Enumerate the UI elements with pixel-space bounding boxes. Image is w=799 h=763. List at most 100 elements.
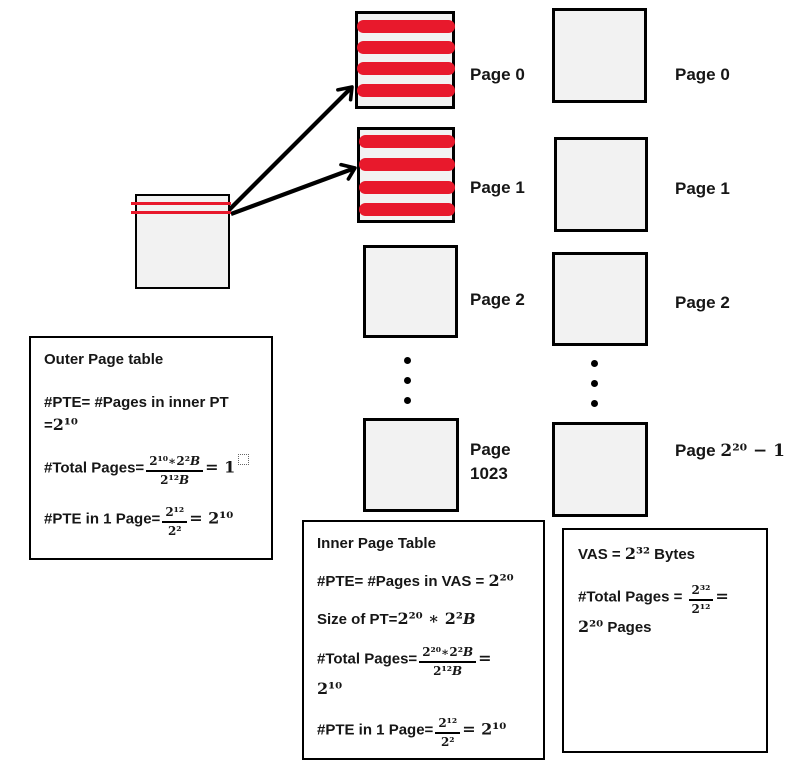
pte-per-page-prefix: #PTE in 1 Page= bbox=[44, 510, 161, 528]
outer-page-table-note: Outer Page table #PTE= #Pages in inner P… bbox=[29, 336, 273, 560]
dot-icon bbox=[404, 377, 411, 384]
dot-icon bbox=[591, 380, 598, 387]
missing-glyph-box bbox=[238, 454, 250, 466]
fraction-denominator: 2¹² bbox=[433, 664, 452, 678]
page1023-label-line1: Page bbox=[470, 440, 511, 459]
inner-pt-page1-label: Page 1 bbox=[470, 178, 525, 197]
vas-page1-label: Page 1 bbox=[675, 179, 730, 198]
inner-pt-page2-label: Page 2 bbox=[470, 290, 525, 309]
arrow-to-page1-icon bbox=[230, 162, 357, 216]
vas-page0-label: Page 0 bbox=[675, 65, 730, 84]
inner-pt-page0-label: Page 0 bbox=[470, 65, 525, 84]
fraction-denominator: 2² bbox=[440, 735, 455, 749]
outer-note-title: Outer Page table bbox=[44, 351, 164, 368]
size-unit: B bbox=[462, 610, 476, 628]
dot-icon bbox=[591, 400, 598, 407]
pte-stripe bbox=[357, 20, 455, 33]
middle-ellipsis-dots bbox=[404, 357, 411, 404]
pte-stripe bbox=[359, 181, 455, 194]
total-pages-result: = 1 bbox=[205, 457, 236, 477]
size-prefix: Size of PT= bbox=[317, 611, 398, 628]
fraction-numerator: 2¹² bbox=[165, 505, 185, 519]
denominator-unit: B bbox=[452, 664, 463, 678]
vas-page1-box bbox=[554, 137, 648, 232]
pte-count-math: 2¹⁰ bbox=[52, 415, 78, 434]
pte-stripe bbox=[357, 41, 455, 54]
denominator-unit: B bbox=[179, 473, 190, 487]
equals-sign: = bbox=[715, 586, 729, 606]
arrow-to-page0-icon bbox=[227, 85, 354, 212]
inner-pt-page0-box bbox=[355, 11, 455, 109]
fraction-denominator: 2² bbox=[167, 524, 182, 538]
outer-page-table-box bbox=[135, 194, 230, 289]
fraction-denominator: 2¹² bbox=[160, 473, 179, 487]
total-pages-prefix: #Total Pages= bbox=[44, 459, 145, 477]
equals-sign: = bbox=[44, 417, 53, 434]
pte-per-page-prefix: #PTE in 1 Page= bbox=[317, 721, 434, 739]
inner-size-formula: Size of PT=2²⁰ ∗ 2²B bbox=[317, 609, 530, 630]
pte-stripe bbox=[359, 158, 455, 171]
outer-pt-entry1-line bbox=[131, 211, 231, 214]
pte-count-math: 2²⁰ bbox=[488, 571, 514, 590]
right-ellipsis-dots bbox=[591, 360, 598, 407]
fraction-numerator: 2¹² bbox=[438, 716, 458, 730]
vas-note-title: VAS = 2³² Bytes bbox=[578, 544, 752, 565]
pte-stripe bbox=[357, 84, 455, 97]
inner-pt-page1-box bbox=[357, 127, 455, 223]
numerator-unit: B bbox=[462, 645, 474, 659]
numerator-unit: B bbox=[189, 454, 201, 468]
outer-pt-entry0-line bbox=[131, 202, 231, 205]
vas-page2-label: Page 2 bbox=[675, 293, 730, 312]
dot-icon bbox=[404, 357, 411, 364]
equals-sign: = bbox=[478, 648, 492, 668]
pte-stripe bbox=[359, 135, 455, 148]
vas-last-page-label-math: 2²⁰ − 1 bbox=[720, 441, 785, 461]
inner-pt-page2-box bbox=[363, 245, 458, 338]
fraction-numerator: 2²⁰∗2² bbox=[422, 645, 463, 659]
vas-total-pages-result: 2²⁰ Pages bbox=[578, 617, 752, 638]
vas-page0-box bbox=[552, 8, 647, 103]
fraction-numerator: 2¹⁰∗2² bbox=[149, 454, 190, 468]
vas-last-page-label: Page 2²⁰ − 1 bbox=[675, 439, 785, 463]
vas-title-prefix: VAS = bbox=[578, 546, 625, 563]
pte-per-page-result: = 2¹⁰ bbox=[462, 719, 507, 739]
pte-stripe bbox=[359, 203, 455, 216]
outer-pte-formula-line2: =2¹⁰ bbox=[44, 415, 258, 436]
total-pages-prefix: #Total Pages= bbox=[317, 650, 418, 668]
pte-prefix: #PTE= #Pages in VAS = bbox=[317, 573, 489, 590]
total-pages-suffix: Pages bbox=[603, 619, 652, 636]
fraction-denominator: 2¹² bbox=[691, 602, 711, 616]
inner-note-title: Inner Page Table bbox=[317, 535, 436, 552]
outer-pte-formula-line1: #PTE= #Pages in inner PT bbox=[44, 394, 229, 411]
total-pages-prefix: #Total Pages = bbox=[578, 588, 687, 606]
fraction-numerator: 2³² bbox=[691, 583, 711, 597]
inner-pte-formula: #PTE= #Pages in VAS = 2²⁰ bbox=[317, 571, 530, 592]
inner-page-table-note: Inner Page Table #PTE= #Pages in VAS = 2… bbox=[302, 520, 545, 760]
total-pages-result: 2¹⁰ bbox=[317, 679, 343, 698]
vas-last-page-box bbox=[552, 422, 648, 517]
page1023-label-line2: 1023 bbox=[470, 464, 508, 483]
inner-pt-page1023-label: Page 1023 bbox=[470, 438, 511, 486]
inner-pt-page1023-box bbox=[363, 418, 459, 512]
size-math: 2²⁰ ∗ 2² bbox=[397, 609, 463, 628]
pte-stripe bbox=[357, 62, 455, 75]
dot-icon bbox=[591, 360, 598, 367]
pte-per-page-result: = 2¹⁰ bbox=[189, 508, 234, 528]
total-pages-result: 2²⁰ bbox=[578, 617, 604, 636]
dot-icon bbox=[404, 397, 411, 404]
inner-total-pages-result: 2¹⁰ bbox=[317, 679, 530, 700]
vas-last-page-label-text: Page bbox=[675, 441, 721, 460]
vas-size-math: 2³² bbox=[624, 544, 650, 563]
vas-title-suffix: Bytes bbox=[649, 546, 696, 563]
